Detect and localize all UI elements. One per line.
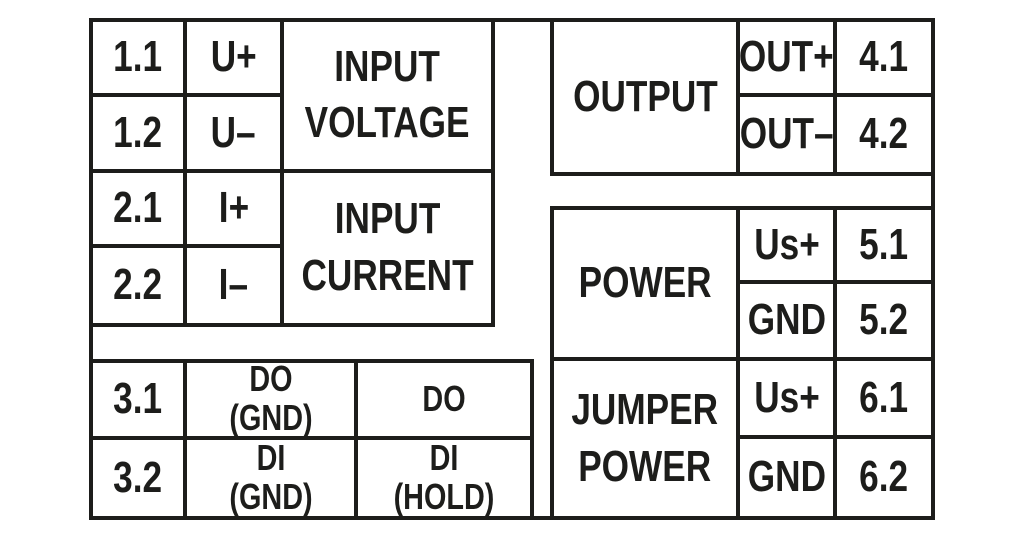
- signal-do-gnd-line2: (GND): [228, 397, 313, 439]
- box-input-current: INPUT CURRENT: [284, 173, 491, 324]
- signal-out-plus-label: OUT+: [740, 32, 834, 82]
- pin-4-2-label: 4.2: [859, 109, 909, 159]
- cell-signal-us-plus-jumper: Us+: [740, 361, 837, 439]
- signal-out-minus-label: OUT–: [740, 109, 834, 159]
- top-border-connector: [493, 18, 554, 22]
- pin-1-2-label: 1.2: [113, 107, 163, 157]
- cell-signal-us-plus-power: Us+: [740, 210, 837, 284]
- signal-us-plus-power-label: Us+: [753, 219, 820, 269]
- cell-signal-out-plus: OUT+: [740, 22, 837, 97]
- box-jumper-power: JUMPER POWER: [554, 361, 740, 516]
- signal-us-plus-jumper-label: Us+: [753, 372, 820, 422]
- pin-1-1-label: 1.1: [113, 32, 163, 82]
- cell-pin-2-1: 2.1: [93, 172, 187, 248]
- right-border-connector: [931, 174, 935, 208]
- cell-pin-6-2: 6.2: [837, 439, 931, 517]
- power-jumper-container: POWER Us+ 5.1 GND 5.2 JUMPER POWER: [550, 206, 935, 520]
- signal-do-gnd-label: DO (GND): [228, 363, 313, 439]
- jumper-power-label: JUMPER POWER: [572, 382, 719, 495]
- output-grid: OUTPUT OUT+ 4.1 OUT– 4.2: [550, 18, 935, 176]
- cell-pin-4-1: 4.1: [837, 22, 931, 97]
- cell-pin-5-2: 5.2: [837, 284, 931, 358]
- input-section-grid: 1.1 U+ INPUT VOLTAGE 1.2 U– 2.1 I+ INPUT…: [89, 18, 495, 327]
- function-di-hold-line1: DI: [429, 439, 459, 478]
- input-current-label: INPUT CURRENT: [301, 191, 473, 304]
- box-output: OUTPUT: [554, 22, 740, 172]
- signal-i-minus-label: I–: [218, 260, 249, 310]
- function-di-hold-line2: (HOLD): [393, 475, 495, 516]
- signal-gnd-power-label: GND: [747, 295, 826, 345]
- cell-pin-3-2: 3.2: [93, 439, 187, 516]
- cell-function-di-hold: DI (HOLD): [358, 440, 530, 517]
- function-di-hold-label: DI (HOLD): [394, 440, 495, 517]
- output-label: OUTPUT: [572, 71, 718, 121]
- signal-di-gnd-line1: DI: [256, 439, 285, 478]
- cell-pin-1-2: 1.2: [93, 97, 187, 173]
- signal-do-gnd-line1: DO: [248, 363, 293, 400]
- cell-signal-out-minus: OUT–: [740, 97, 837, 172]
- function-do-line1: DO: [422, 377, 466, 419]
- cell-signal-i-minus: I–: [187, 247, 284, 323]
- cell-signal-gnd-power: GND: [740, 283, 837, 357]
- signal-gnd-jumper-label: GND: [747, 452, 826, 502]
- input-voltage-line1: INPUT: [334, 41, 441, 91]
- pin-3-1-label: 3.1: [113, 374, 163, 424]
- input-current-line2: CURRENT: [301, 250, 474, 300]
- left-border-connector: [89, 325, 93, 361]
- box-power: POWER: [554, 210, 740, 357]
- pin-5-1-label: 5.1: [859, 219, 909, 269]
- pin-6-2-label: 6.2: [859, 452, 909, 502]
- signal-di-gnd-line2: (GND): [228, 475, 313, 516]
- function-do-label: DO: [422, 377, 466, 419]
- cell-signal-do-gnd: DO (GND): [187, 363, 358, 440]
- cell-signal-gnd-jumper: GND: [740, 438, 837, 516]
- pin-2-1-label: 2.1: [113, 182, 163, 232]
- cell-pin-3-1: 3.1: [93, 363, 187, 440]
- cell-pin-6-1: 6.1: [837, 361, 931, 439]
- power-label: POWER: [578, 258, 712, 308]
- pin-5-2-label: 5.2: [859, 295, 909, 345]
- cell-pin-2-2: 2.2: [93, 247, 187, 323]
- signal-di-gnd-label: DI (GND): [229, 440, 312, 517]
- cell-signal-u-plus: U+: [187, 22, 284, 98]
- jumper-power-line1: JUMPER: [571, 385, 719, 435]
- box-input-voltage: INPUT VOLTAGE: [284, 22, 491, 173]
- pin-2-2-label: 2.2: [113, 260, 163, 310]
- cell-pin-1-1: 1.1: [93, 22, 187, 98]
- pin-3-2-label: 3.2: [113, 452, 163, 502]
- input-voltage-label: INPUT VOLTAGE: [305, 39, 470, 152]
- jumper-power-grid: JUMPER POWER Us+ 6.1 GND 6.2: [554, 361, 931, 516]
- signal-i-plus-label: I+: [218, 182, 249, 232]
- pin-6-1-label: 6.1: [859, 372, 909, 422]
- signal-u-plus-label: U+: [210, 32, 257, 82]
- cell-pin-4-2: 4.2: [837, 97, 931, 172]
- input-voltage-line2: VOLTAGE: [305, 98, 470, 148]
- cell-function-do: DO: [358, 363, 530, 440]
- cell-pin-5-1: 5.1: [837, 210, 931, 284]
- power-grid: POWER Us+ 5.1 GND 5.2: [554, 210, 931, 361]
- cell-signal-u-minus: U–: [187, 97, 284, 173]
- cell-signal-i-plus: I+: [187, 172, 284, 248]
- input-current-line1: INPUT: [334, 194, 441, 244]
- pin-4-1-label: 4.1: [859, 32, 909, 82]
- cell-signal-di-gnd: DI (GND): [187, 439, 358, 517]
- digital-io-grid: 3.1 DO (GND) DO 3.2 DI (GND) DI (HOLD): [89, 359, 534, 520]
- jumper-power-line2: POWER: [578, 441, 712, 491]
- bottom-border-connector: [530, 516, 554, 520]
- signal-u-minus-label: U–: [211, 107, 256, 157]
